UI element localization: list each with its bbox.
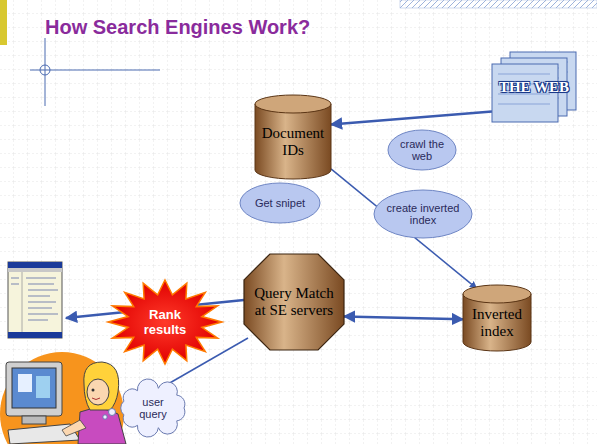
- node-label: Query Match at SE servers: [252, 285, 336, 319]
- user-at-computer: [0, 352, 126, 444]
- process-ellipse: Get snipet: [240, 183, 320, 223]
- process-ellipse: crawl the web: [388, 130, 456, 170]
- node-label: THE WEB: [498, 79, 570, 96]
- flow-arrow: [331, 169, 477, 288]
- node-label: user query: [128, 396, 178, 420]
- node-label: Rank results: [134, 307, 196, 337]
- flow-arrow: [331, 112, 492, 125]
- node-label: Inverted index: [466, 306, 528, 340]
- server-octagon: Query Match at SE servers: [244, 254, 344, 350]
- rank-star: Rank results: [108, 280, 222, 364]
- database-cylinder: Document IDs: [255, 95, 331, 179]
- flow-arrow: [344, 316, 463, 319]
- database-cylinder: Inverted index: [463, 285, 531, 351]
- slide-title: How Search Engines Work?: [45, 16, 310, 39]
- node-label: create inverted index: [384, 202, 462, 226]
- process-ellipse: create inverted index: [374, 190, 472, 238]
- node-label: Document IDs: [259, 125, 327, 159]
- thought-cloud: user query: [116, 382, 190, 434]
- node-label: Get snipet: [250, 197, 310, 209]
- web-pages-icon: THE WEB: [492, 52, 576, 122]
- results-page-thumbnail: [8, 262, 62, 338]
- node-label: crawl the web: [397, 138, 447, 162]
